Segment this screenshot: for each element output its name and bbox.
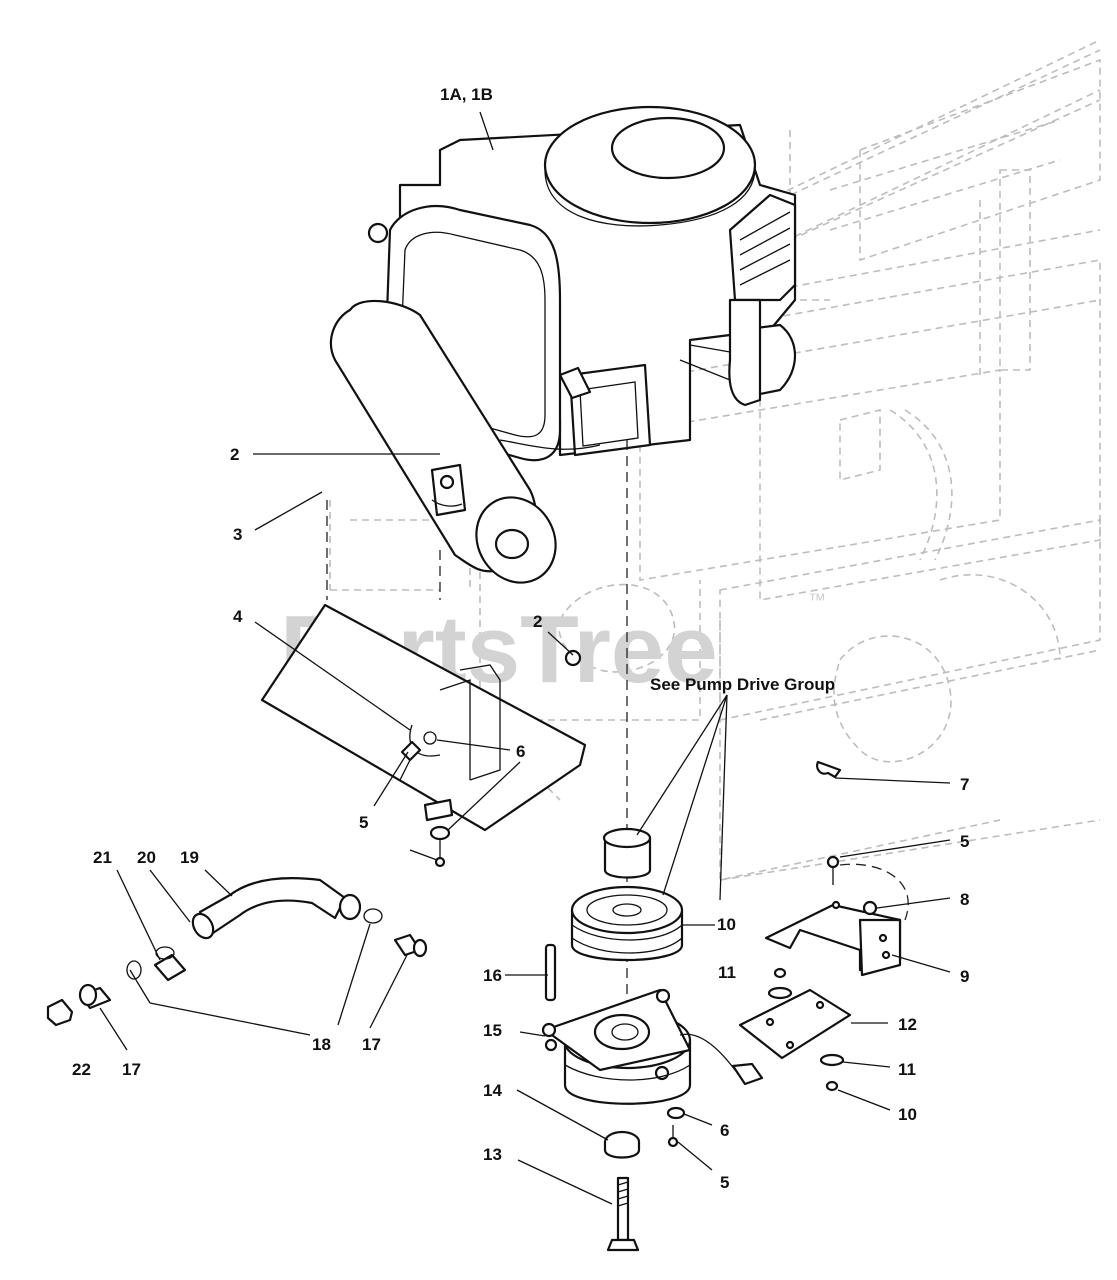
- callout-10-lower: 10: [898, 1105, 917, 1124]
- callout-13: 13: [483, 1145, 502, 1164]
- callout-6-lower: 6: [720, 1121, 729, 1140]
- callout-9: 9: [960, 967, 969, 986]
- electric-clutch: [541, 988, 764, 1105]
- callout-3: 3: [233, 525, 242, 544]
- lower-hardware: [603, 1106, 686, 1252]
- heat-shield: [260, 603, 587, 832]
- callout-labels: 1A, 1B 2 3 4 2 6 5 7 5 8 9 10 11 12 11 1…: [72, 85, 969, 1192]
- callout-16: 16: [483, 966, 502, 985]
- pump-drive-note: See Pump Drive Group: [650, 675, 835, 694]
- tube-assembly: [46, 877, 428, 1027]
- callout-19: 19: [180, 848, 199, 867]
- callout-2: 2: [230, 445, 239, 464]
- callout-5-shield: 5: [359, 813, 368, 832]
- leader-lines: [99, 111, 951, 1205]
- callout-engine: 1A, 1B: [440, 85, 493, 104]
- shield-hardware: [399, 649, 582, 868]
- callout-4: 4: [233, 607, 243, 626]
- callout-14: 14: [483, 1081, 502, 1100]
- callout-20: 20: [137, 848, 156, 867]
- callout-2-shield: 2: [533, 612, 542, 631]
- svg-text:™: ™: [808, 590, 826, 610]
- callout-18: 18: [312, 1035, 331, 1054]
- callout-10-upper: 10: [717, 915, 736, 934]
- callout-5-lower: 5: [720, 1173, 729, 1192]
- callout-17-right: 17: [362, 1035, 381, 1054]
- muffler: [329, 299, 601, 584]
- callout-12: 12: [898, 1015, 917, 1034]
- key: [544, 943, 557, 1002]
- callout-17-left: 17: [122, 1060, 141, 1079]
- callout-11-lower: 11: [898, 1060, 916, 1079]
- bracket-and-plate: [738, 760, 909, 1092]
- callout-8: 8: [960, 890, 969, 909]
- chassis-frame: [329, 39, 1101, 881]
- callout-6-shield: 6: [516, 742, 525, 761]
- shield-dash: [326, 500, 441, 600]
- callout-7: 7: [960, 775, 969, 794]
- callout-11-upper: 11: [718, 963, 736, 982]
- callout-22: 22: [72, 1060, 91, 1079]
- callout-15: 15: [483, 1021, 502, 1040]
- callout-5-right: 5: [960, 832, 969, 851]
- pulley-group: [570, 827, 684, 962]
- engine-assembly: [367, 105, 797, 462]
- callout-21: 21: [93, 848, 112, 867]
